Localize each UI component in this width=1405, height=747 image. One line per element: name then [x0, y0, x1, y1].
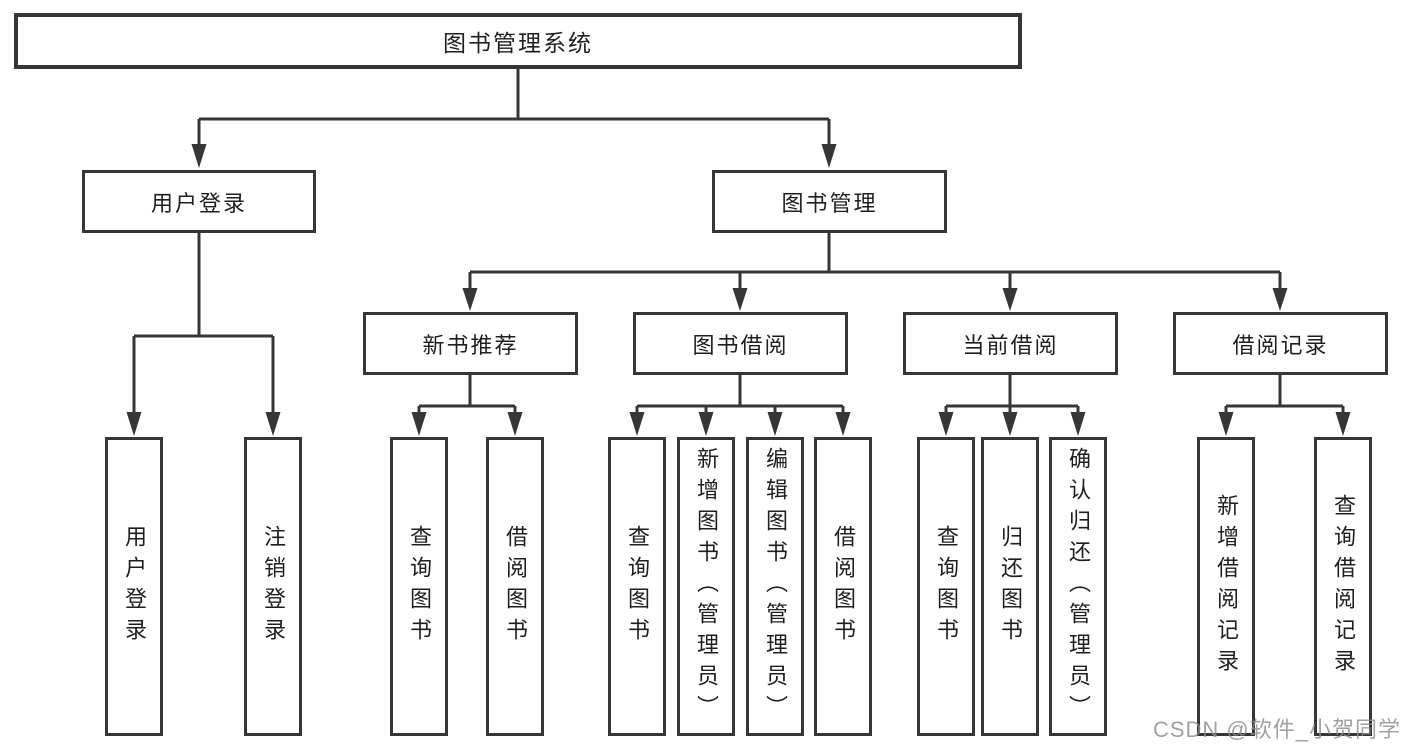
arrow-down-icon	[629, 412, 645, 436]
leaf-query-borrow-record: 查询借阅记录	[1314, 437, 1372, 736]
leaf-query-books-2: 查询图书	[608, 437, 666, 736]
leaf-logout: 注销登录	[244, 437, 302, 736]
leaf-edit-books-admin: 编辑图书（管理员）	[746, 437, 804, 736]
arrow-down-icon	[938, 412, 954, 436]
arrow-down-icon	[265, 412, 281, 436]
connector-user-login-to-leaves	[126, 233, 281, 436]
leaf-return-books: 归还图书	[981, 437, 1039, 736]
connector-current-borrow-to-leaves	[938, 375, 1086, 436]
connector-book-borrow-to-leaves	[629, 375, 851, 436]
arrow-down-icon	[821, 144, 837, 168]
arrow-down-icon	[507, 412, 523, 436]
leaf-confirm-return-admin: 确认归还（管理员）	[1049, 437, 1107, 736]
node-label: 借阅图书	[503, 524, 528, 649]
arrow-down-icon	[698, 412, 714, 436]
node-label: 用户登录	[122, 524, 147, 649]
node-new-book-recommend: 新书推荐	[363, 312, 578, 375]
arrow-down-icon	[1335, 412, 1351, 436]
arrow-down-icon	[767, 412, 783, 436]
node-label: 图书借阅	[692, 332, 789, 358]
watermark: CSDN @软件_小贺同学	[1152, 717, 1401, 742]
connector-borrow-records-to-leaves	[1218, 375, 1351, 436]
leaf-add-books-admin: 新增图书（管理员）	[677, 437, 735, 736]
leaf-add-borrow-record: 新增借阅记录	[1197, 437, 1255, 736]
arrow-down-icon	[835, 412, 851, 436]
node-book-management: 图书管理	[712, 170, 947, 233]
node-label: 图书管理	[781, 190, 878, 216]
arrow-down-icon	[126, 412, 142, 436]
connector-book-management-to-level3	[462, 233, 1288, 311]
arrow-down-icon	[191, 144, 207, 168]
node-label: 新增图书（管理员）	[694, 447, 719, 726]
node-label: 用户登录	[150, 190, 247, 216]
node-label: 借阅图书	[831, 524, 856, 649]
leaf-query-books-3: 查询图书	[917, 437, 975, 736]
leaf-user-login: 用户登录	[105, 437, 163, 736]
leaf-borrow-books-1: 借阅图书	[486, 437, 544, 736]
node-user-login: 用户登录	[82, 170, 316, 233]
arrow-down-icon	[462, 288, 478, 311]
node-current-borrow: 当前借阅	[903, 312, 1118, 375]
node-root-library-management-system: 图书管理系统	[14, 13, 1022, 69]
arrow-down-icon	[1272, 288, 1288, 311]
node-label: 新书推荐	[422, 332, 519, 358]
node-label: 编辑图书（管理员）	[763, 447, 788, 726]
node-borrow-records: 借阅记录	[1173, 312, 1388, 375]
node-label: 确认归还（管理员）	[1066, 447, 1091, 726]
leaf-query-books-1: 查询图书	[390, 437, 448, 736]
arrow-down-icon	[1002, 412, 1018, 436]
node-label: 查询图书	[934, 524, 959, 649]
node-label: 借阅记录	[1232, 332, 1329, 358]
arrow-down-icon	[1002, 288, 1018, 311]
node-label: 当前借阅	[962, 332, 1059, 358]
node-label: 归还图书	[998, 524, 1023, 649]
node-label: 查询图书	[625, 524, 650, 649]
node-label: 图书管理系统	[443, 30, 593, 56]
arrow-down-icon	[411, 412, 427, 436]
node-label: 注销登录	[261, 524, 286, 649]
arrow-down-icon	[732, 288, 748, 311]
node-label: 查询借阅记录	[1331, 493, 1356, 680]
node-book-borrow: 图书借阅	[633, 312, 848, 375]
node-label: 查询图书	[407, 524, 432, 649]
arrow-down-icon	[1070, 412, 1086, 436]
leaf-borrow-books-2: 借阅图书	[814, 437, 872, 736]
connector-root-to-level2	[191, 69, 837, 168]
arrow-down-icon	[1218, 412, 1234, 436]
node-label: 新增借阅记录	[1214, 493, 1239, 680]
connector-new-books-to-leaves	[411, 375, 523, 436]
